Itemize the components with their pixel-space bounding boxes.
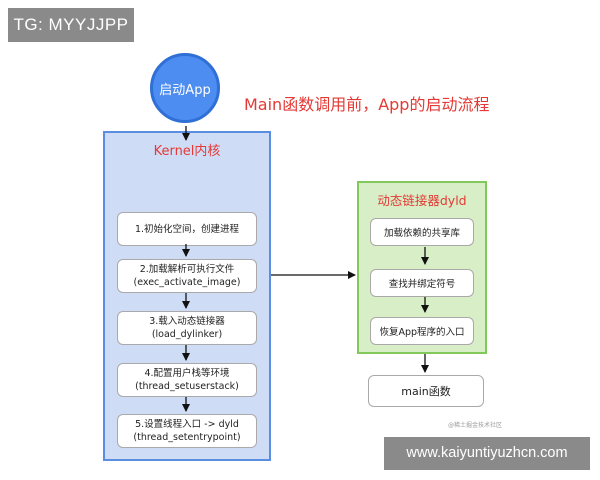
kernel-step-4-code: (thread_setuserstack)	[135, 381, 239, 392]
kernel-step-3-code: (load_dylinker)	[151, 329, 223, 340]
diagram-title: Main函数调用前，App的启动流程	[244, 95, 490, 114]
dyld-step-1: 加载依赖的共享库	[370, 218, 474, 246]
main-function-node: main函数	[368, 375, 484, 407]
kernel-step-2: 2.加载解析可执行文件 (exec_activate_image)	[117, 259, 257, 293]
kernel-step-3: 3.载入动态链接器 (load_dylinker)	[117, 311, 257, 345]
start-app-label: 启动App	[159, 82, 211, 98]
dyld-panel: 动态链接器dyld 加载依赖的共享库 查找并绑定符号 恢复App程序的入口	[357, 181, 487, 354]
kernel-title: Kernel内核	[153, 144, 221, 159]
kernel-step-5-code: (thread_setentrypoint)	[133, 432, 241, 443]
dyld-title: 动态链接器dyld	[377, 193, 467, 208]
connector-arrows	[182, 126, 429, 412]
kernel-step-1-text: 1.初始化空间，创建进程	[134, 223, 240, 235]
dyld-step-3: 恢复App程序的入口	[370, 317, 474, 345]
dyld-step-2: 查找并绑定符号	[370, 269, 474, 297]
source-watermark: @稀土掘金技术社区	[448, 422, 503, 429]
kernel-panel: Kernel内核 1.初始化空间，创建进程 2.加载解析可执行文件 (exec_…	[103, 131, 271, 461]
kernel-step-1: 1.初始化空间，创建进程	[117, 212, 257, 246]
kernel-step-4: 4.配置用户栈等环境 (thread_setuserstack)	[117, 363, 257, 397]
kernel-step-4-text: 4.配置用户栈等环境	[144, 368, 230, 379]
start-app-node: 启动App	[150, 53, 220, 123]
kernel-step-5: 5.设置线程入口 -> dyld (thread_setentrypoint)	[117, 414, 257, 448]
kernel-step-3-text: 3.载入动态链接器	[149, 316, 225, 327]
tg-watermark: TG: MYYJJPP	[8, 8, 134, 42]
flow-diagram: 启动App Main函数调用前，App的启动流程 Kernel内核 1.初始化空…	[0, 44, 600, 472]
url-watermark: www.kaiyuntiyuzhcn.com	[384, 437, 590, 470]
kernel-step-5-text: 5.设置线程入口 -> dyld	[135, 419, 239, 430]
kernel-step-2-text: 2.加载解析可执行文件	[139, 264, 235, 275]
kernel-step-2-code: (exec_activate_image)	[133, 277, 241, 288]
